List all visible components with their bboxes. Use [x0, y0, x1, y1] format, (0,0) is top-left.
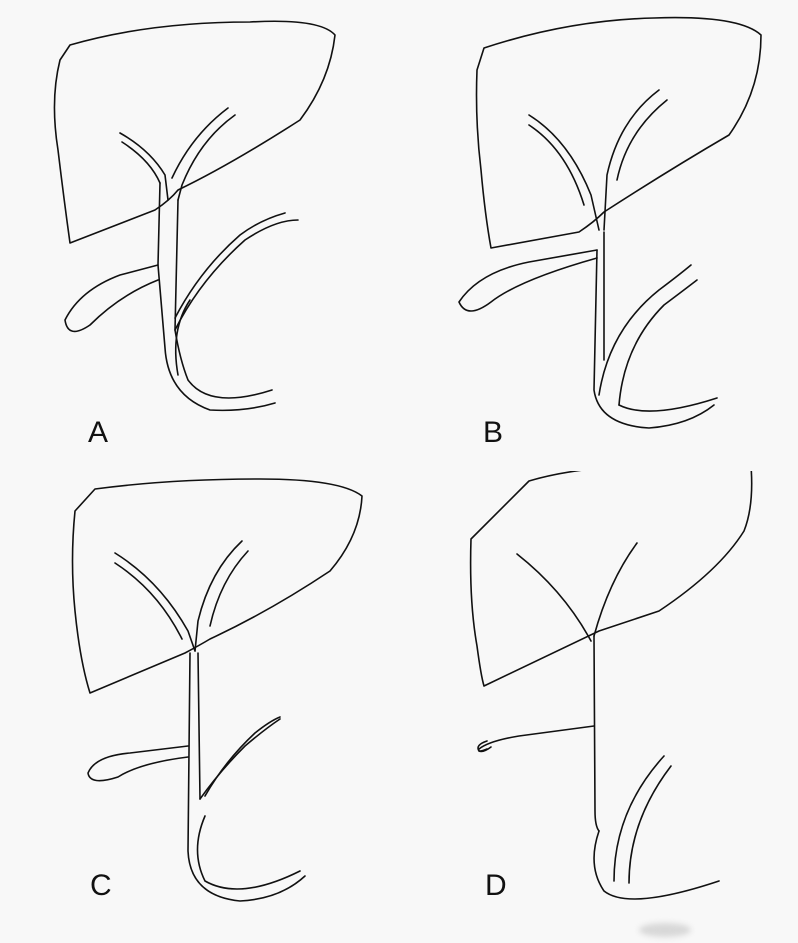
panel-d-drawing: [399, 471, 798, 942]
left-hepatic-duct-inner: [115, 563, 182, 639]
pancreatic-duct-outer: [175, 220, 298, 330]
right-hepatic-duct-inner: [617, 100, 667, 180]
right-hepatic-duct: [604, 90, 659, 230]
liver-outline: [54, 21, 335, 243]
right-hepatic-duct-inner: [210, 551, 248, 626]
gallbladder: [459, 250, 597, 311]
liver-outline: [471, 471, 752, 686]
pancreatic-duct-inner: [619, 280, 697, 405]
gray-smudge: [639, 923, 691, 937]
common-duct-right: [175, 200, 272, 398]
liver-outline: [477, 18, 762, 248]
common-duct-right: [198, 653, 200, 799]
panel-label-d: D: [485, 871, 507, 901]
common-duct-left: [594, 250, 714, 428]
pancreatic-duct-outer: [200, 719, 280, 799]
panel-b: B: [399, 0, 798, 471]
pancreatic-duct-outer: [614, 756, 664, 881]
gallbladder: [88, 746, 188, 781]
pancreatic-duct-inner: [205, 717, 280, 796]
panel-label-b: B: [483, 418, 503, 448]
panel-c: C: [0, 471, 399, 942]
pancreatic-duct-inner: [629, 766, 671, 883]
duodenum-curve: [198, 816, 301, 889]
left-hepatic-duct: [120, 133, 168, 200]
cystic-duct: [479, 726, 594, 751]
panel-b-drawing: [399, 0, 798, 471]
common-duct-left: [188, 653, 305, 901]
panel-label-c: C: [90, 871, 112, 901]
panel-a: A: [0, 0, 399, 471]
left-hepatic-duct: [517, 554, 591, 641]
liver-outline: [73, 479, 363, 693]
panel-c-drawing: [0, 471, 399, 942]
gallbladder: [65, 265, 158, 331]
duodenum-curve: [619, 398, 717, 411]
left-hepatic-duct: [115, 553, 195, 651]
right-hepatic-duct: [594, 543, 637, 636]
common-duct: [594, 636, 599, 831]
panel-label-a: A: [88, 418, 108, 448]
pancreatic-duct-outer: [599, 265, 691, 395]
duodenum-curve-outer: [594, 831, 719, 899]
panel-d: D: [399, 471, 798, 942]
panel-a-drawing: [0, 0, 399, 471]
